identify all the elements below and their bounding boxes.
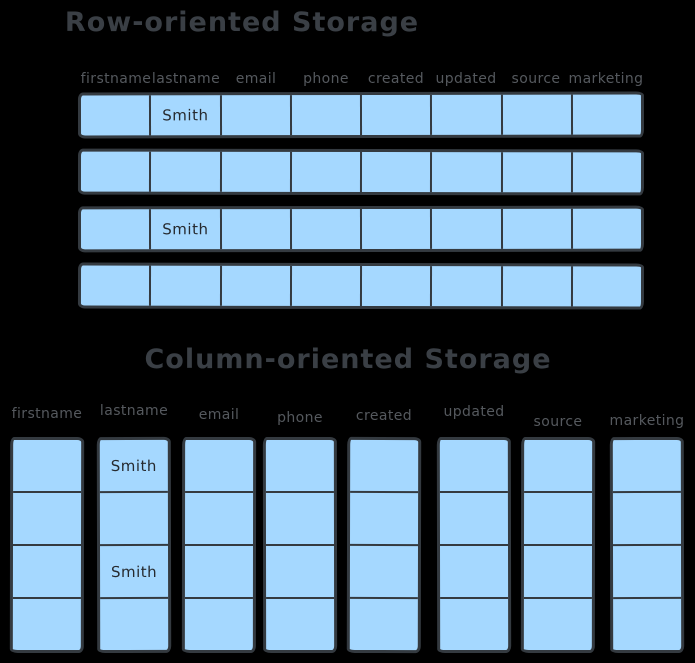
row-cell: Smith	[149, 95, 220, 136]
row-cell	[219, 265, 290, 306]
row-cell	[219, 151, 290, 192]
row-cell	[359, 151, 431, 193]
row-cell	[289, 265, 361, 306]
column-record	[520, 436, 596, 654]
column-cell	[440, 596, 509, 651]
column-cell	[184, 596, 253, 651]
row-cell	[570, 152, 642, 193]
row-cell	[359, 94, 431, 136]
row-record: Smith	[77, 91, 645, 139]
column-header-label: phone	[277, 410, 323, 426]
row-cell	[149, 151, 220, 192]
row-cell	[570, 208, 642, 249]
column-cell	[185, 490, 254, 545]
column-cell	[523, 543, 593, 598]
column-header-label: updated	[435, 71, 497, 87]
row-cell	[81, 266, 149, 306]
column-header-label: phone	[303, 71, 349, 87]
column-cell	[12, 596, 81, 651]
column-cell	[265, 543, 335, 598]
column-record	[9, 436, 85, 654]
column-cell	[350, 490, 419, 545]
column-cell	[439, 490, 508, 545]
row-cell	[219, 209, 290, 250]
column-cell	[12, 543, 82, 598]
row-cell	[219, 95, 290, 136]
row-cell	[359, 265, 431, 307]
row-cell	[81, 209, 149, 249]
row-cell	[570, 94, 642, 135]
column-header-label: email	[198, 407, 240, 423]
column-header-label: lastname	[151, 71, 221, 87]
row-cell	[289, 209, 361, 250]
column-cell	[13, 440, 81, 491]
column-record	[346, 436, 422, 654]
column-cell	[612, 490, 681, 545]
column-cell	[613, 596, 682, 651]
row-record	[77, 148, 645, 196]
column-header-label: source	[533, 414, 583, 430]
column-cell	[184, 543, 254, 598]
column-cell	[265, 490, 334, 545]
column-cell	[13, 490, 82, 545]
row-cell	[289, 95, 361, 136]
column-cell	[440, 440, 508, 491]
row-cell	[430, 266, 501, 307]
row-cell	[430, 152, 501, 193]
row-cell	[81, 95, 149, 135]
column-header-label: lastname	[99, 403, 169, 419]
column-cell	[266, 440, 334, 491]
row-storage-title: Row-oriented Storage	[64, 7, 420, 38]
column-header-label: marketing	[568, 71, 644, 87]
row-cell	[149, 265, 220, 306]
column-cell	[350, 440, 418, 491]
column-cell	[523, 596, 592, 651]
row-cell	[500, 94, 571, 135]
column-header-label: created	[355, 408, 413, 424]
column-cell	[100, 596, 169, 651]
column-header-label: created	[367, 71, 425, 87]
row-cell	[359, 208, 431, 250]
column-record	[181, 436, 257, 654]
column-header-label: firstname	[80, 71, 152, 87]
column-cell: Smith	[99, 543, 169, 598]
column-record	[609, 436, 685, 654]
row-cell	[81, 152, 149, 192]
column-cell	[185, 440, 253, 491]
row-record: Smith	[77, 205, 645, 253]
column-cell	[613, 440, 681, 491]
row-cell	[289, 151, 361, 192]
column-cell: Smith	[110, 456, 157, 475]
row-cell	[500, 208, 571, 249]
column-cell	[349, 543, 419, 598]
column-cell	[99, 490, 168, 545]
column-cell	[349, 596, 418, 651]
row-cell: Smith	[149, 209, 220, 250]
column-cell	[266, 596, 335, 651]
row-cell	[500, 152, 571, 193]
column-header-label: source	[511, 71, 561, 87]
row-record	[77, 262, 645, 310]
column-header-label: email	[235, 71, 277, 87]
column-storage-title: Column-oriented Storage	[144, 344, 552, 375]
row-cell	[430, 208, 501, 249]
column-cell	[524, 440, 592, 491]
row-cell	[500, 266, 571, 307]
column-cell	[612, 543, 682, 598]
column-record	[436, 436, 512, 654]
column-header-label: firstname	[11, 406, 83, 422]
column-header-label: updated	[443, 404, 505, 420]
row-cell	[570, 266, 642, 307]
column-record	[262, 436, 338, 654]
column-cell	[524, 490, 593, 545]
row-cell	[430, 94, 501, 135]
column-header-label: marketing	[609, 413, 685, 429]
column-cell	[439, 543, 509, 598]
